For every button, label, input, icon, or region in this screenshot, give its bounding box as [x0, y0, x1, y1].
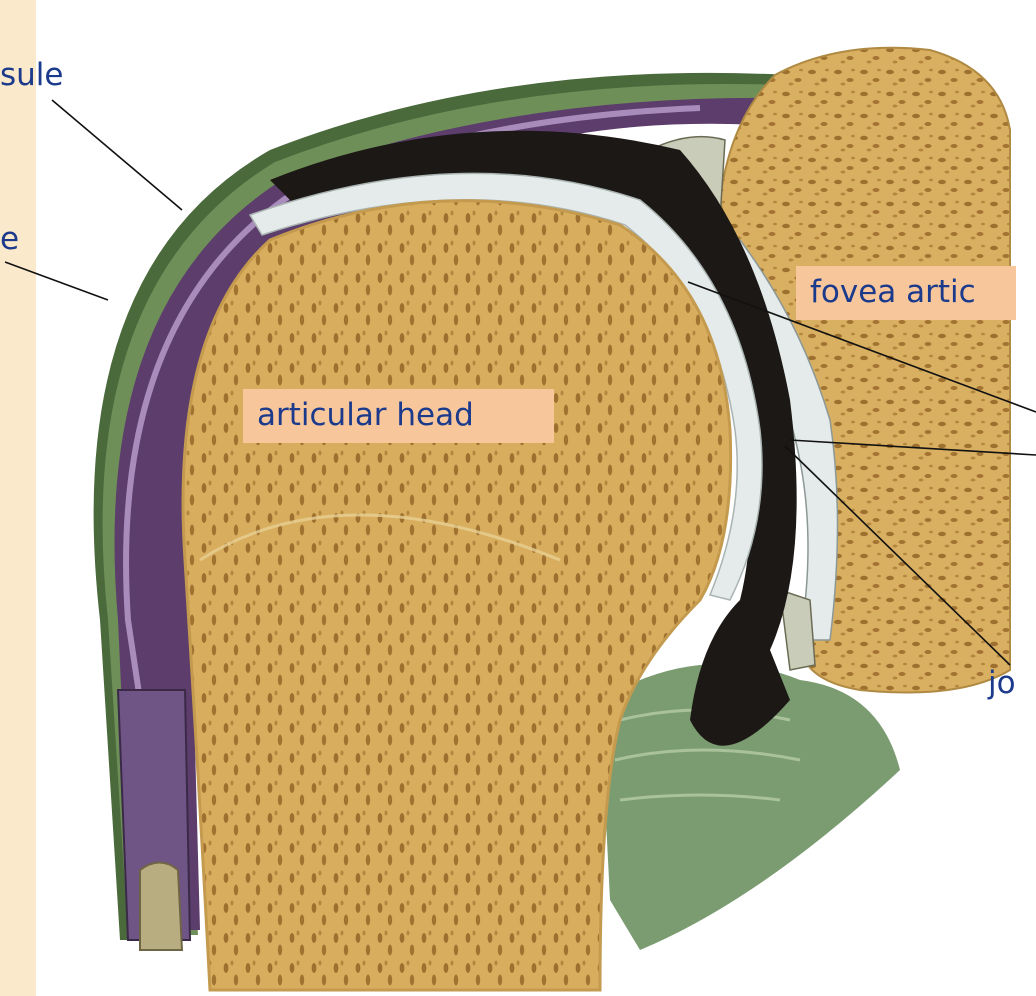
tendon-stub: [140, 863, 182, 951]
articular-head-label: articular head: [243, 389, 554, 443]
fovea-label: fovea artic: [796, 266, 1016, 320]
capsule-leader: [52, 100, 182, 210]
membrane-leader: [5, 262, 108, 300]
joint-label: jo: [988, 668, 1016, 699]
capsule-label: sule: [0, 60, 63, 91]
membrane-label: e: [0, 224, 19, 255]
